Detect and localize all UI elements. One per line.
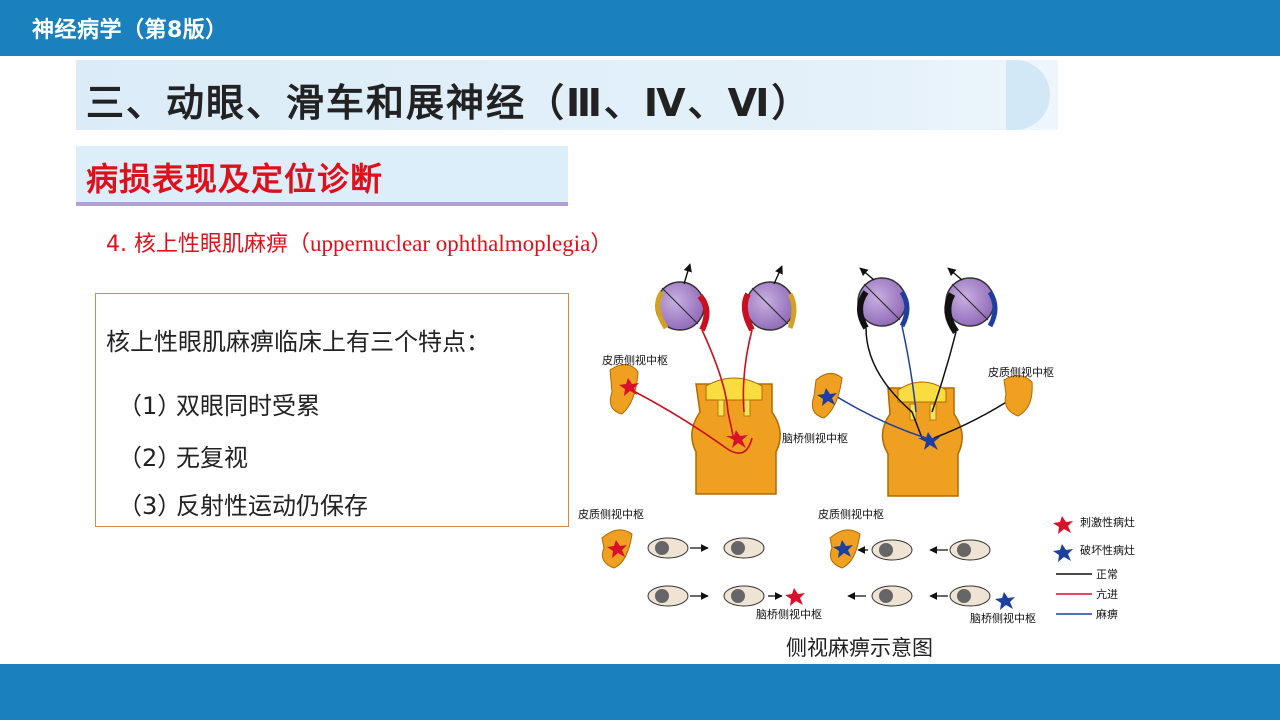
feature-num: （3） xyxy=(118,492,182,520)
section-band: 病损表现及定位诊断 xyxy=(76,146,568,206)
label-cortex-left: 皮质侧视中枢 xyxy=(602,353,668,367)
legend-label: 麻痹 xyxy=(1096,607,1118,621)
features-intro: 核上性眼肌麻痹临床上有三个特点： xyxy=(106,328,490,356)
section-title: 病损表现及定位诊断 xyxy=(86,160,384,198)
gaze-palsy-diagram: 皮质侧视中枢 皮质侧视中枢 脑桥侧视中枢 皮质侧视中枢 皮质侧视中 xyxy=(578,263,1135,625)
label-pons-bottom-left: 脑桥侧视中枢 xyxy=(756,607,822,621)
feature-num: （1） xyxy=(118,392,182,420)
feature-text: 反射性运动仍保存 xyxy=(176,492,368,520)
label-cortex-bottom-mid: 皮质侧视中枢 xyxy=(818,507,884,521)
title-band-cap xyxy=(1006,60,1050,130)
label-pons-bottom-right: 脑桥侧视中枢 xyxy=(970,611,1036,625)
topic-heading: 4. 核上性眼肌麻痹（uppernuclear ophthalmoplegia） xyxy=(106,226,612,258)
legend-destructive-icon xyxy=(1053,544,1073,562)
feature-text: 无复视 xyxy=(176,444,248,472)
bottom-schematics xyxy=(601,529,1015,610)
heading-prefix: 4. 核上性眼肌麻痹（ xyxy=(106,232,310,257)
features-box: 核上性眼肌麻痹临床上有三个特点： （1）双眼同时受累 （2）无复视 （3）反射性… xyxy=(95,293,569,527)
feature-num: （2） xyxy=(118,444,182,472)
bottom-bar xyxy=(0,664,1280,720)
label-cortex-bottom-left: 皮质侧视中枢 xyxy=(578,507,644,521)
feature-item-1: （1）双眼同时受累 xyxy=(118,386,320,421)
diagram-irritative xyxy=(609,263,797,495)
heading-suffix: ） xyxy=(590,232,613,257)
legend-irritative-icon xyxy=(1053,516,1073,534)
legend-label: 刺激性病灶 xyxy=(1080,515,1135,529)
feature-text: 双眼同时受累 xyxy=(176,392,320,420)
figure-caption: 侧视麻痹示意图 xyxy=(786,636,933,660)
legend-label: 正常 xyxy=(1096,568,1118,581)
figure-legend: 刺激性病灶 破坏性病灶 正常 亢进 麻痹 xyxy=(1053,515,1135,621)
legend-label: 破坏性病灶 xyxy=(1080,543,1135,557)
heading-latin: uppernuclear ophthalmoplegia xyxy=(309,231,591,256)
legend-label: 亢进 xyxy=(1096,587,1118,601)
slide-title: 三、动眼、滑车和展神经（Ⅲ、Ⅳ、Ⅵ） xyxy=(86,81,812,125)
title-band: 三、动眼、滑车和展神经（Ⅲ、Ⅳ、Ⅵ） xyxy=(76,60,1058,130)
diagram-destructive xyxy=(811,267,1033,497)
top-bar: 神经病学（第8版） xyxy=(0,0,1280,56)
label-pons-center: 脑桥侧视中枢 xyxy=(782,431,848,445)
feature-item-3: （3）反射性运动仍保存 xyxy=(118,486,368,521)
label-cortex-right: 皮质侧视中枢 xyxy=(988,365,1054,379)
feature-item-2: （2）无复视 xyxy=(118,438,248,473)
course-title: 神经病学（第8版） xyxy=(32,18,228,43)
